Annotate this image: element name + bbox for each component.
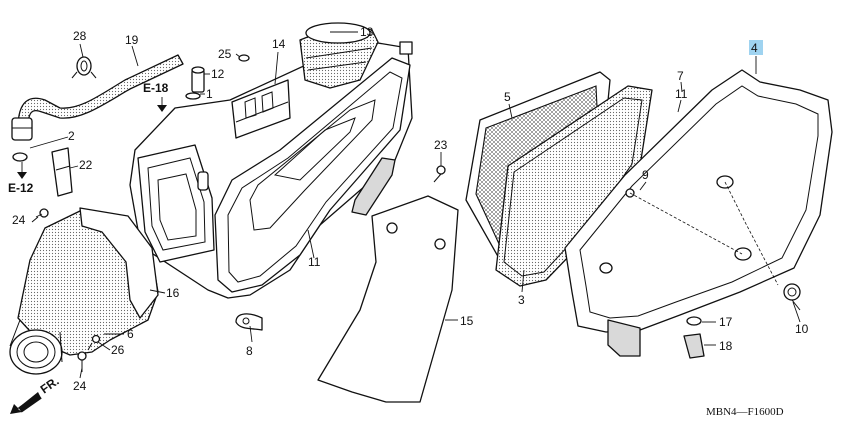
callout-13: 13 [360,25,374,39]
callout-5: 5 [504,90,511,104]
screw-26 [87,334,101,351]
leader-lines [29,31,801,379]
callout-22: 22 [79,158,93,172]
drain-tube [191,66,205,93]
callout-3: 3 [518,293,525,307]
callout-4: 4 [751,41,758,55]
ring-washer [12,152,28,162]
callout-11-case: 11 [308,255,321,269]
callout-11-cover: 11 [675,87,688,101]
bolt-left [31,208,49,223]
front-label: FR. [38,374,62,397]
callout-16: 16 [166,286,180,300]
callout-23: 23 [434,138,448,152]
callout-19: 19 [125,33,139,47]
quarter-turn-fastener [783,283,801,311]
callout-18: 18 [719,339,733,353]
mounting-bracket [231,79,291,139]
screw-23 [433,165,446,183]
callout-17: 17 [719,315,733,329]
front-arrow-icon [10,392,42,414]
breather-tube [11,54,184,141]
small-clip [238,54,250,62]
callout-2: 2 [68,129,75,143]
hose-clip [71,56,97,79]
connecting-tube [9,207,159,375]
callout-28: 28 [73,29,87,43]
callout-1: 1 [206,87,213,101]
hose-clamp [235,313,263,331]
ref-arrow-e18 [157,97,167,112]
ref-e12: E-12 [8,181,34,195]
callout-labels: 28 19 2 22 24 16 6 26 24 12 25 1 14 13 1… [8,25,809,418]
callout-26: 26 [111,343,125,357]
highlight-box [749,40,763,55]
callout-14: 14 [272,37,286,51]
intake-boot [299,22,379,89]
callout-9: 9 [642,168,649,182]
side-plate [317,195,459,403]
callout-15: 15 [460,314,474,328]
diagram-code: MBN4—F1600D [706,406,784,418]
callout-25: 25 [218,47,232,61]
o-ring [686,316,702,326]
ref-e18: E-18 [143,81,169,95]
callout-12: 12 [211,67,225,81]
rubber-collar [683,333,705,359]
callout-6: 6 [127,327,134,341]
bolt-lower [77,351,87,372]
strap-bracket [51,147,73,197]
ref-arrow-e12 [17,162,27,179]
tube-clip [185,92,201,100]
callout-24-lower: 24 [73,379,87,393]
callout-7: 7 [677,69,684,83]
callout-8: 8 [246,344,253,358]
callout-24-left: 24 [12,213,26,227]
side-cover [564,69,833,357]
callout-10: 10 [795,322,809,336]
air-cleaner-case [129,39,413,299]
